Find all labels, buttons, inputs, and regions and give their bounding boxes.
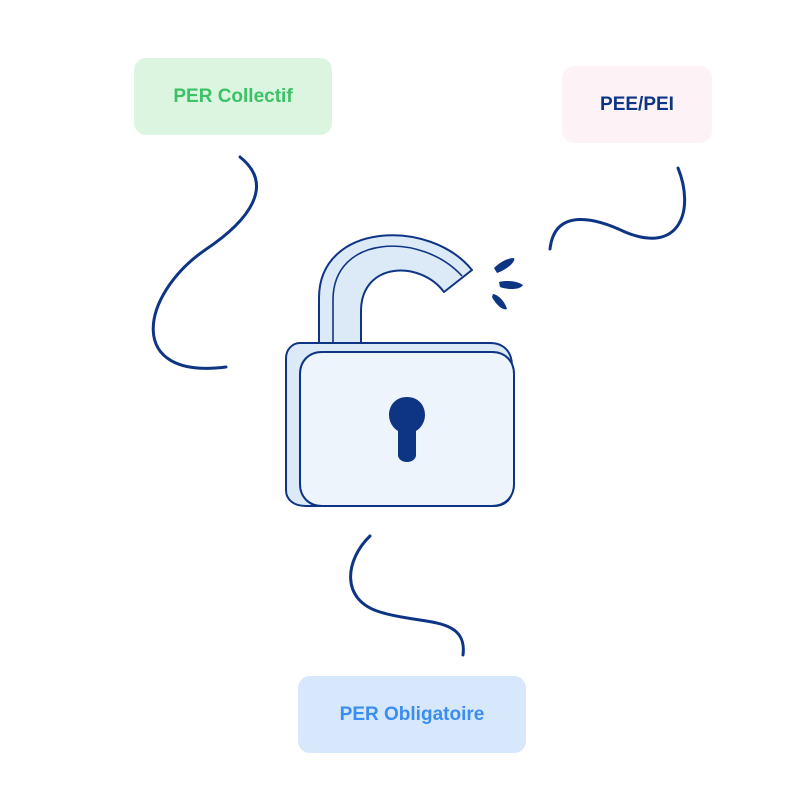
- spark-mark-top: [494, 258, 515, 273]
- tag-per-collectif-label: PER Collectif: [173, 85, 293, 107]
- keyhole-icon: [389, 397, 425, 462]
- padlock-shackle: [318, 234, 473, 353]
- spark-mark-middle: [499, 281, 523, 290]
- tag-per-obligatoire-label: PER Obligatoire: [339, 703, 485, 725]
- connector-per-collectif: [151, 155, 258, 370]
- unlocked-padlock-icon: [285, 234, 515, 507]
- tag-pee-pei: PEE/PEI: [562, 66, 712, 143]
- tag-per-collectif: PER Collectif: [134, 58, 332, 135]
- padlock-shackle-inner-edge: [332, 245, 463, 352]
- tag-pee-pei-label: PEE/PEI: [600, 93, 674, 115]
- spark-mark-bottom: [492, 294, 507, 310]
- tag-per-obligatoire: PER Obligatoire: [298, 676, 526, 753]
- connector-per-obligatoire: [349, 534, 465, 657]
- unlock-spark-icon: [492, 258, 523, 310]
- connector-pee-pei: [548, 166, 687, 251]
